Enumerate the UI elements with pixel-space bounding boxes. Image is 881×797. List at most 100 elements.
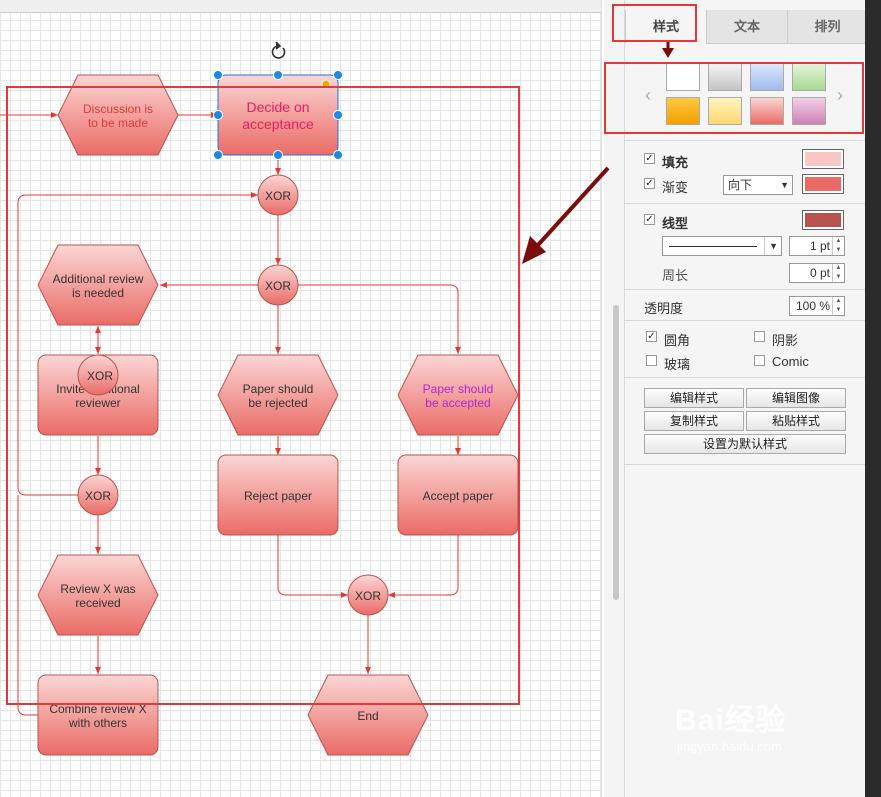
node-discussion[interactable]: Discussion is to be made <box>57 74 179 156</box>
node-label: with others <box>68 716 127 730</box>
node-label: Accept paper <box>423 489 494 503</box>
spinner-arrows-icon[interactable]: ▲▼ <box>832 297 844 315</box>
comic-label: Comic <box>772 354 809 369</box>
edges <box>0 112 461 716</box>
node-label: is needed <box>72 286 124 300</box>
edit-image-button[interactable]: 编辑图像 <box>746 388 846 408</box>
spinner-arrows-icon[interactable]: ▲▼ <box>832 237 844 255</box>
chevron-right-icon[interactable]: › <box>837 85 843 105</box>
edge <box>17 192 258 496</box>
node-label: received <box>75 596 120 610</box>
paste-style-button[interactable]: 粘贴样式 <box>746 411 846 431</box>
edge <box>388 535 459 598</box>
dropdown-arrow-icon: ▼ <box>764 237 778 255</box>
fill-checkbox[interactable]: ✓ <box>644 153 655 164</box>
node-paper-rejected[interactable]: Paper should be rejected <box>217 354 339 436</box>
node-label: reviewer <box>75 396 120 410</box>
style-swatch-gray[interactable] <box>708 63 742 91</box>
node-decide[interactable]: Decide on acceptance <box>217 74 339 156</box>
rounded-checkbox[interactable]: ✓ <box>646 331 657 342</box>
tab-label: 排列 <box>814 19 841 34</box>
shadow-checkbox[interactable] <box>754 331 765 342</box>
gradient-color-button[interactable] <box>802 174 844 194</box>
perimeter-label: 周长 <box>662 268 689 283</box>
line-pattern-preview <box>669 246 757 247</box>
node-additional-review[interactable]: Additional review is needed <box>37 244 159 326</box>
node-label: to be made <box>88 116 148 130</box>
spin-value: 0 pt <box>809 266 830 280</box>
line-pattern-select[interactable]: ▼ <box>662 236 782 256</box>
divider <box>625 140 866 141</box>
node-reject-paper[interactable]: Reject paper <box>217 454 339 536</box>
node-xor1[interactable]: XOR <box>257 174 299 216</box>
node-label: be accepted <box>425 396 490 410</box>
style-swatch-orange[interactable] <box>666 97 700 125</box>
node-label: XOR <box>265 279 291 293</box>
tab-highlight-box <box>612 4 697 42</box>
divider <box>625 203 866 204</box>
style-swatch-red[interactable] <box>750 97 784 125</box>
gradient-checkbox[interactable]: ✓ <box>644 178 655 189</box>
node-xor3[interactable]: XOR <box>77 474 119 516</box>
line-color-button[interactable] <box>802 210 844 230</box>
style-swatch-purple[interactable] <box>792 97 826 125</box>
watermark-brand: Bai经验 <box>675 704 787 737</box>
line-checkbox[interactable]: ✓ <box>644 214 655 225</box>
node-label: Reject paper <box>244 489 312 503</box>
gradient-direction-select[interactable]: 向下▼ <box>723 175 793 195</box>
divider <box>625 377 866 378</box>
fill-color-button[interactable] <box>802 149 844 169</box>
gradient-label: 渐变 <box>662 180 689 195</box>
edge <box>17 495 38 716</box>
node-label: XOR <box>85 489 111 503</box>
tab-text[interactable]: 文本 <box>706 10 787 44</box>
fill-label: 填充 <box>662 155 689 170</box>
highlight-box <box>6 86 520 705</box>
node-xor4[interactable]: XOR <box>347 574 389 616</box>
shadow-label: 阴影 <box>772 333 799 348</box>
line-width-input[interactable]: 1 pt▲▼ <box>789 236 845 256</box>
divider <box>625 320 866 321</box>
node-label: XOR <box>87 369 113 383</box>
flowchart[interactable]: Discussion is to be made Decide on accep… <box>0 0 604 797</box>
rounded-label: 圆角 <box>664 333 691 348</box>
opacity-label: 透明度 <box>644 301 684 316</box>
swatch-highlight-box <box>604 62 864 134</box>
edge <box>277 535 348 598</box>
annotation-arrows <box>522 42 674 264</box>
rotate-icon[interactable] <box>271 41 286 59</box>
scrollbar-thumb[interactable] <box>613 305 619 600</box>
tab-arrange[interactable]: 排列 <box>787 10 867 44</box>
fill-color-swatch <box>805 152 841 166</box>
window-edge <box>865 0 881 797</box>
node-end[interactable]: End <box>307 674 429 756</box>
glass-checkbox[interactable] <box>646 355 657 366</box>
selection-handles[interactable] <box>213 70 343 160</box>
select-value: 向下 <box>728 178 753 192</box>
node-xor-small[interactable]: XOR <box>77 354 119 396</box>
opacity-input[interactable]: 100 %▲▼ <box>789 296 845 316</box>
copy-style-button[interactable]: 复制样式 <box>644 411 744 431</box>
node-review-received[interactable]: Review X was received <box>37 554 159 636</box>
node-label: acceptance <box>242 116 314 132</box>
node-label: Paper should <box>423 382 494 396</box>
gradient-color-swatch <box>805 177 841 191</box>
edit-style-button[interactable]: 编辑样式 <box>644 388 744 408</box>
node-label: Combine review X <box>49 702 146 716</box>
style-swatch-yellow[interactable] <box>708 97 742 125</box>
node-label: be rejected <box>248 396 307 410</box>
perimeter-input[interactable]: 0 pt▲▼ <box>789 263 845 283</box>
node-label: End <box>357 709 378 723</box>
node-label: Paper should <box>243 382 314 396</box>
node-paper-accepted[interactable]: Paper should be accepted <box>397 354 519 436</box>
watermark-url: jingyan.baidu.com <box>677 739 782 754</box>
node-combine-review[interactable]: Combine review X with others <box>37 674 159 756</box>
chevron-left-icon[interactable]: ‹ <box>645 85 651 105</box>
tab-style[interactable]: 样式 <box>625 10 706 43</box>
set-default-style-button[interactable]: 设置为默认样式 <box>644 434 846 454</box>
tab-label: 样式 <box>652 19 679 34</box>
comic-checkbox[interactable] <box>754 355 765 366</box>
node-xor2[interactable]: XOR <box>257 264 299 306</box>
spinner-arrows-icon[interactable]: ▲▼ <box>832 264 844 282</box>
node-accept-paper[interactable]: Accept paper <box>397 454 519 536</box>
